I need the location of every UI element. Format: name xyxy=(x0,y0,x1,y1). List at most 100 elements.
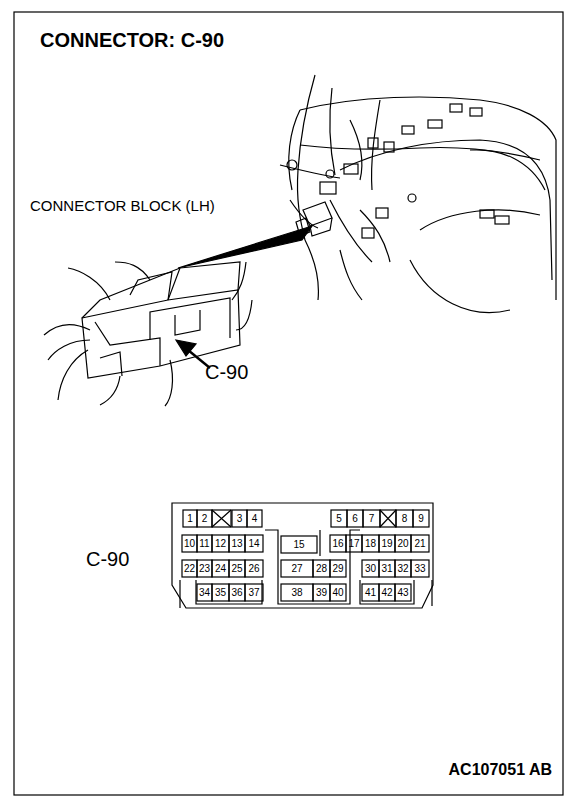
pin-cells xyxy=(182,510,429,601)
pin-cell xyxy=(411,535,429,552)
figure-code: AC107051 AB xyxy=(449,762,552,778)
pin-cell xyxy=(245,535,263,552)
pin-number: 31 xyxy=(379,560,395,577)
pin-cell xyxy=(379,560,395,577)
connector-name: C-90 xyxy=(205,362,248,382)
pin-cell xyxy=(197,510,212,527)
pin-number: 6 xyxy=(347,510,363,527)
pin-number: 21 xyxy=(411,535,429,552)
pin-cell xyxy=(362,584,379,601)
pin-cell xyxy=(330,560,346,577)
pin-cell xyxy=(212,584,229,601)
pin-number: 36 xyxy=(229,584,245,601)
connector-name: C-90 xyxy=(86,549,129,569)
pin-number: 10 xyxy=(182,535,197,552)
pin-number: 17 xyxy=(346,535,362,552)
pin-cell xyxy=(245,560,263,577)
pin-number: 16 xyxy=(330,535,346,552)
pin-cell xyxy=(212,560,229,577)
pin-number: 20 xyxy=(395,535,411,552)
wire-harness xyxy=(280,75,540,300)
pin-number: 22 xyxy=(182,560,197,577)
pin-cell xyxy=(411,560,429,577)
frame xyxy=(14,12,563,795)
pin-cell xyxy=(281,536,317,553)
pin-number: 15 xyxy=(281,536,317,553)
pin-cell xyxy=(330,584,346,601)
pin-cell xyxy=(347,510,363,527)
pin-number: 32 xyxy=(395,560,411,577)
pin-number: 19 xyxy=(379,535,395,552)
pin-number: 23 xyxy=(197,560,212,577)
pin-cell xyxy=(313,584,330,601)
pin-number: 34 xyxy=(197,584,212,601)
pin-number: 37 xyxy=(245,584,263,601)
pin-number: 5 xyxy=(331,510,347,527)
pin-number: 24 xyxy=(212,560,229,577)
pin-cell xyxy=(197,560,212,577)
pin-number: 26 xyxy=(245,560,263,577)
pin-cell xyxy=(212,535,229,552)
pin-number: 2 xyxy=(197,510,212,527)
pin-cell xyxy=(281,560,313,577)
pin-number: 29 xyxy=(330,560,346,577)
pin-cell xyxy=(182,535,197,552)
pin-cell xyxy=(346,535,362,552)
arrowhead xyxy=(176,340,196,356)
pin-cell xyxy=(395,584,411,601)
leader-wedge xyxy=(178,226,312,268)
pin-number: 12 xyxy=(212,535,229,552)
pin-cell xyxy=(330,535,346,552)
pin-number: 3 xyxy=(232,510,247,527)
pin-number: 40 xyxy=(330,584,346,601)
pin-number: 18 xyxy=(362,535,379,552)
dashboard xyxy=(289,97,556,313)
pin-number: 14 xyxy=(245,535,263,552)
part-name: CONNECTOR BLOCK (LH) xyxy=(30,198,215,213)
pin-number: 11 xyxy=(197,535,212,552)
pin-cell xyxy=(245,584,263,601)
pin-cell xyxy=(197,584,212,601)
pin-number: 7 xyxy=(363,510,380,527)
pin-cell xyxy=(396,510,413,527)
pin-number: 38 xyxy=(281,584,313,601)
pin-cell xyxy=(362,560,379,577)
pin-cell xyxy=(395,535,411,552)
pin-number: 39 xyxy=(313,584,330,601)
pin-cell xyxy=(363,510,380,527)
pin-number: 13 xyxy=(229,535,245,552)
pin-number: 4 xyxy=(247,510,262,527)
pin-cell xyxy=(413,510,429,527)
pin-cell xyxy=(331,510,347,527)
pin-number: 8 xyxy=(396,510,413,527)
pin-cell xyxy=(379,535,395,552)
pin-number: 43 xyxy=(395,584,411,601)
pin-number: 41 xyxy=(362,584,379,601)
pin-cell xyxy=(281,584,313,601)
pin-number: 30 xyxy=(362,560,379,577)
pin-cell xyxy=(229,560,245,577)
connector-face xyxy=(172,503,433,608)
pin-cell xyxy=(362,535,379,552)
pin-number: 28 xyxy=(313,560,330,577)
pin-cell xyxy=(183,510,197,527)
connector-block-large xyxy=(44,262,252,406)
pin-cell xyxy=(197,535,212,552)
pin-cell xyxy=(247,510,262,527)
pin-number: 25 xyxy=(229,560,245,577)
pin-number: 33 xyxy=(411,560,429,577)
pin-number: 1 xyxy=(183,510,197,527)
title: CONNECTOR: C-90 xyxy=(40,30,224,50)
pin-cell xyxy=(379,584,395,601)
pin-cell xyxy=(232,510,247,527)
pin-cell xyxy=(229,535,245,552)
pin-cell xyxy=(182,560,197,577)
pin-number: 27 xyxy=(281,560,313,577)
pin-cell xyxy=(395,560,411,577)
pin-number: 35 xyxy=(212,584,229,601)
pin-number: 42 xyxy=(379,584,395,601)
pin-number: 9 xyxy=(413,510,429,527)
pin-cell xyxy=(229,584,245,601)
